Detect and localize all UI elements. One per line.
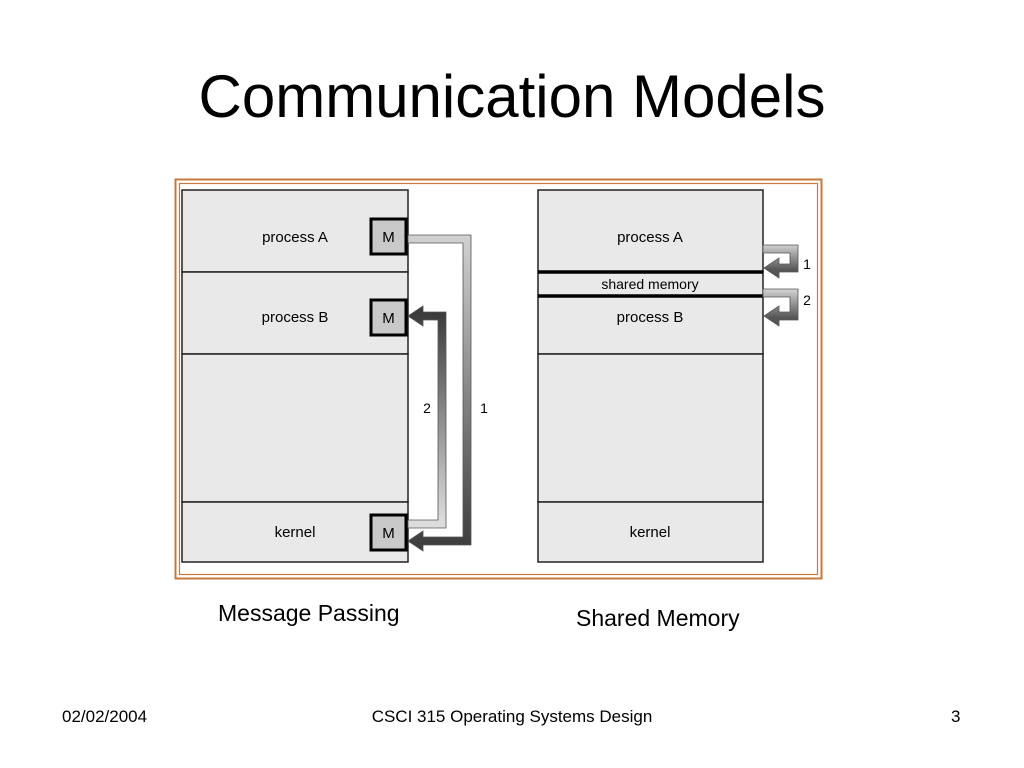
sm-kernel-region bbox=[537, 501, 764, 563]
mp-mailbox-kernel bbox=[369, 513, 408, 552]
mp-mailbox-process-a bbox=[369, 217, 408, 256]
mp-mailbox-process-b bbox=[369, 298, 408, 337]
mp-kernel-label: kernel bbox=[275, 524, 316, 541]
sm-arrow-1 bbox=[762, 244, 799, 279]
mp-process-a-label: process A bbox=[262, 229, 328, 246]
sm-free-region bbox=[537, 353, 764, 503]
sm-process-b-label: process B bbox=[617, 309, 684, 326]
mp-arrow-2-number: 2 bbox=[423, 400, 431, 416]
footer-page-number: 3 bbox=[951, 707, 961, 726]
mp-mailbox-kernel-label: M bbox=[382, 525, 395, 542]
shared-memory-diagram: process A shared memory process B kernel… bbox=[537, 189, 811, 563]
mp-arrow-2 bbox=[407, 305, 447, 529]
message-passing-caption: Message Passing bbox=[218, 600, 400, 626]
sm-arrow-2 bbox=[762, 288, 799, 327]
footer-date: 02/02/2004 bbox=[62, 707, 148, 726]
footer-course-title: CSCI 315 Operating Systems Design bbox=[371, 707, 653, 726]
mp-process-b-label: process B bbox=[262, 309, 329, 326]
figure-frame-inner bbox=[178, 182, 819, 576]
slide-title: Communication Models bbox=[198, 63, 826, 130]
message-passing-diagram: process A process B kernel 2 1 M M M bbox=[181, 189, 488, 563]
mp-mailbox-process-a-label: M bbox=[382, 229, 395, 246]
mp-mailbox-process-b-label: M bbox=[382, 310, 395, 327]
sm-shared-label: shared memory bbox=[601, 276, 698, 292]
sm-kernel-label: kernel bbox=[630, 524, 671, 541]
sm-process-a-region bbox=[537, 189, 764, 273]
mp-free-region bbox=[181, 353, 409, 503]
mp-arrow-1-number: 1 bbox=[480, 400, 488, 416]
figure-frame-outer bbox=[174, 178, 823, 580]
sm-arrow-1-number: 1 bbox=[803, 256, 811, 272]
shared-memory-caption: Shared Memory bbox=[576, 605, 740, 631]
sm-process-a-label: process A bbox=[617, 229, 683, 246]
mp-arrow-1 bbox=[407, 234, 472, 552]
sm-arrow-2-number: 2 bbox=[803, 292, 811, 308]
